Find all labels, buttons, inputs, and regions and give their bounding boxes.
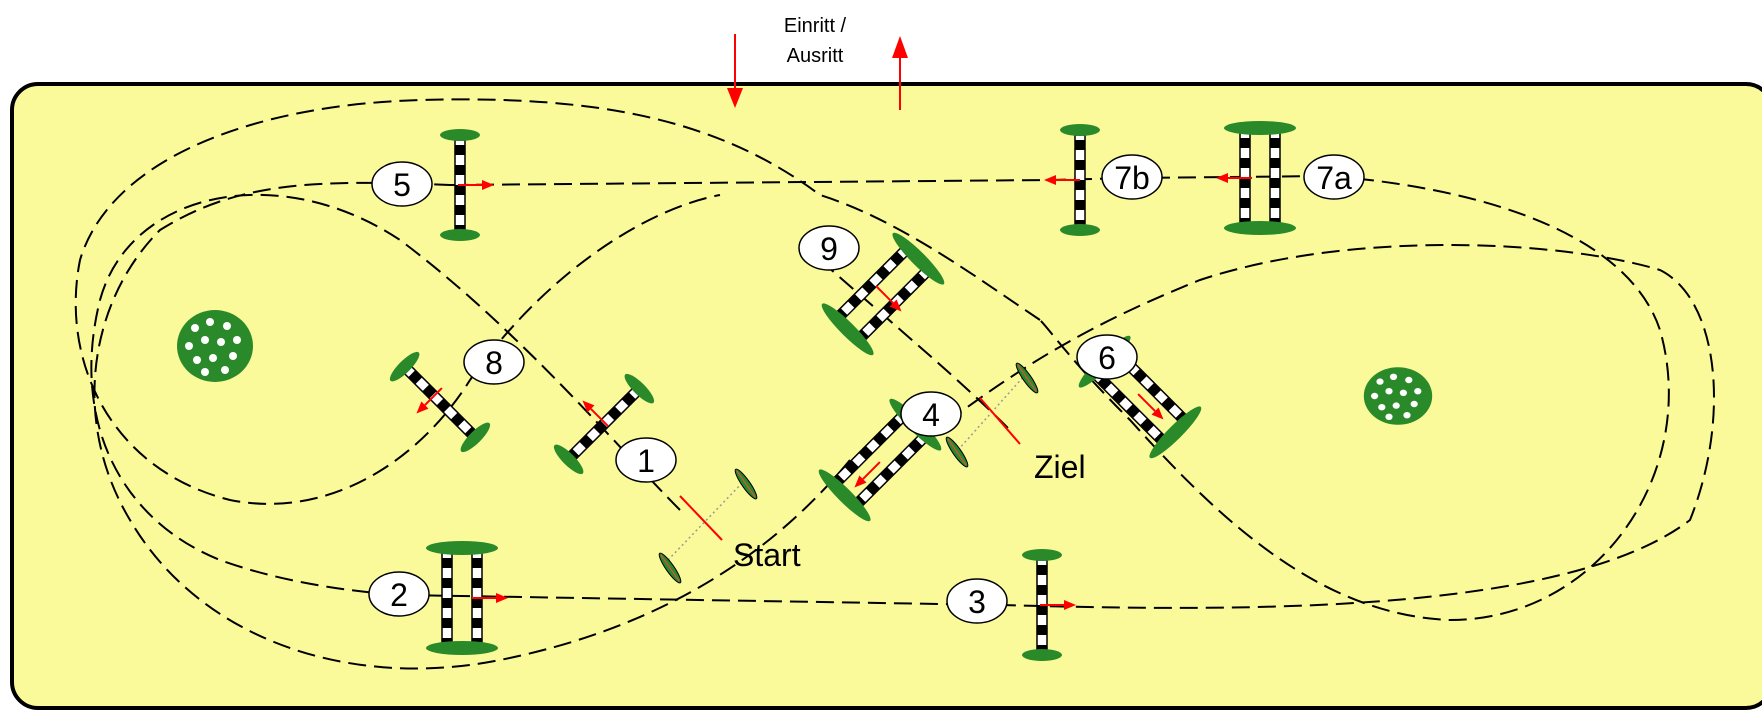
finish-label: Ziel xyxy=(1034,449,1086,485)
start-label: Start xyxy=(733,537,801,573)
svg-text:9: 9 xyxy=(820,231,838,267)
arena xyxy=(10,82,1762,710)
entrance-label-line1: Einritt / xyxy=(784,15,847,37)
finish-gate-red xyxy=(979,397,1021,445)
bush-right xyxy=(1363,367,1433,425)
svg-text:8: 8 xyxy=(485,345,503,381)
svg-text:6: 6 xyxy=(1098,340,1116,376)
entry-arrow xyxy=(727,34,743,108)
badge-2: 2 xyxy=(368,571,430,617)
badge-6: 6 xyxy=(1076,334,1138,380)
badge-8: 8 xyxy=(463,339,525,385)
svg-text:5: 5 xyxy=(393,167,411,203)
badge-7a: 7a xyxy=(1303,154,1365,200)
svg-text:7a: 7a xyxy=(1316,160,1352,196)
badge-5: 5 xyxy=(371,161,433,207)
start-line xyxy=(667,479,746,561)
svg-text:4: 4 xyxy=(922,397,940,433)
svg-text:3: 3 xyxy=(968,584,986,620)
badge-1: 1 xyxy=(615,437,677,483)
svg-text:7b: 7b xyxy=(1114,160,1150,196)
bush-left xyxy=(177,310,253,382)
badge-9: 9 xyxy=(798,225,860,271)
entrance-label-line2: Ausritt xyxy=(787,45,844,67)
badge-3: 3 xyxy=(946,578,1008,624)
svg-text:1: 1 xyxy=(637,443,655,479)
exit-arrow xyxy=(892,36,908,110)
start-gate-red xyxy=(679,495,723,541)
badge-7b: 7b xyxy=(1101,154,1163,200)
svg-text:2: 2 xyxy=(390,577,408,613)
badge-4: 4 xyxy=(900,391,962,437)
course-path xyxy=(74,98,1715,670)
